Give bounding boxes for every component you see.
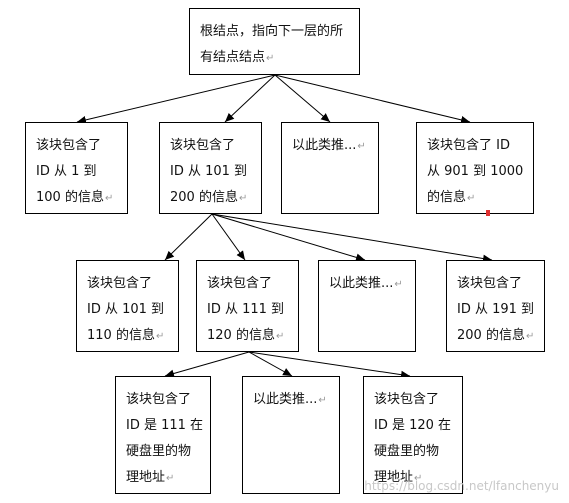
paragraph-mark-icon: ↵ — [266, 53, 275, 64]
level1-node-101-200: 该块包含了 ID 从 101 到 200 的信息↵ — [159, 122, 262, 214]
node-text-line: ID 是 111 在 — [126, 418, 204, 433]
edge-arrow — [248, 351, 293, 377]
node-text-line: 该块包含了 — [374, 392, 440, 407]
level1-node-1-100: 该块包含了 ID 从 1 到 100 的信息↵ — [25, 122, 128, 214]
edge-arrow — [224, 74, 276, 123]
paragraph-mark-icon: ↵ — [238, 193, 248, 204]
node-text-line: 的信息↵ — [427, 190, 476, 205]
paragraph-mark-icon: ↵ — [104, 193, 114, 204]
red-cursor-mark — [486, 210, 490, 216]
paragraph-mark-icon: ↵ — [166, 473, 175, 484]
level3-node-id-120: 该块包含了 ID 是 120 在硬盘里的物理地址↵ — [363, 376, 463, 494]
level1-node-etc: 以此类推...↵ — [281, 122, 379, 214]
level2-node-191-200: 该块包含了 ID 从 191 到 200 的信息↵ — [446, 260, 545, 352]
edge-arrow — [248, 351, 411, 379]
level3-node-etc: 以此类推...↵ — [242, 376, 340, 494]
edge-arrow — [274, 74, 471, 124]
node-text-line: 以此类推...↵ — [292, 138, 366, 153]
edge-arrow — [211, 213, 246, 261]
node-text-line: ID 从 111 到 — [207, 302, 285, 317]
level2-node-101-110: 该块包含了 ID 从 101 到 110 的信息↵ — [76, 260, 179, 352]
paragraph-mark-icon: ↵ — [525, 331, 535, 342]
node-text-line: 110 的信息↵ — [87, 328, 165, 343]
paragraph-mark-icon: ↵ — [357, 141, 366, 152]
node-text-line: 根结点，指向下一层的所 — [200, 24, 344, 39]
paragraph-mark-icon: ↵ — [318, 395, 327, 406]
node-text-line: 该块包含了 — [207, 276, 273, 291]
node-text-line: ID 从 101 到 — [170, 164, 248, 179]
edge-arrow — [274, 74, 331, 123]
paragraph-mark-icon: ↵ — [414, 473, 423, 484]
level2-node-etc: 以此类推...↵ — [318, 260, 416, 352]
node-text-line: 120 的信息↵ — [207, 328, 285, 343]
level1-node-901-1000: 该块包含了 ID 从 901 到 1000 的信息↵ — [416, 122, 534, 214]
node-text-line: 以此类推...↵ — [253, 392, 327, 407]
edge-arrow — [164, 213, 213, 261]
node-text-line: ID 是 120 在 — [374, 418, 452, 433]
paragraph-mark-icon: ↵ — [275, 331, 285, 342]
node-text-line: ID 从 101 到 — [87, 302, 165, 317]
paragraph-mark-icon: ↵ — [394, 279, 403, 290]
node-text-line: 200 的信息↵ — [457, 328, 535, 343]
node-text-line: 有结点结点↵ — [200, 50, 275, 65]
paragraph-mark-icon: ↵ — [467, 193, 476, 204]
node-text-line: 该块包含了 — [36, 138, 102, 153]
node-text-line: 理地址↵ — [126, 470, 175, 485]
node-text-line: 硬盘里的物 — [374, 444, 440, 459]
edge-arrow — [76, 74, 276, 124]
node-text-line: 硬盘里的物 — [126, 444, 192, 459]
node-text-line: 以此类推...↵ — [329, 276, 403, 291]
level3-node-id-111: 该块包含了 ID 是 111 在硬盘里的物理地址↵ — [115, 376, 211, 494]
node-text-line: ID 从 191 到 — [457, 302, 535, 317]
node-text-line: 该块包含了 — [87, 276, 153, 291]
paragraph-mark-icon: ↵ — [155, 331, 165, 342]
node-text-line: 该块包含了 ID — [427, 138, 510, 153]
node-text-line: 该块包含了 — [170, 138, 236, 153]
edge-arrow — [211, 213, 366, 262]
node-text-line: 200 的信息↵ — [170, 190, 248, 205]
node-text-line: ID 从 1 到 — [36, 164, 97, 179]
node-text-line: 该块包含了 — [126, 392, 192, 407]
node-text-line: 从 901 到 1000 — [427, 164, 524, 179]
level2-node-111-120: 该块包含了 ID 从 111 到 120 的信息↵ — [196, 260, 299, 352]
node-text-line: 该块包含了 — [457, 276, 523, 291]
watermark: https://blog.csdn.net/lfanchenyu — [364, 479, 559, 493]
node-text-line: 理地址↵ — [374, 470, 423, 485]
node-text-line: 100 的信息↵ — [36, 190, 114, 205]
edge-arrow — [164, 351, 250, 378]
edge-arrow — [211, 213, 493, 263]
root-node: 根结点，指向下一层的所有结点结点↵ — [189, 8, 360, 75]
